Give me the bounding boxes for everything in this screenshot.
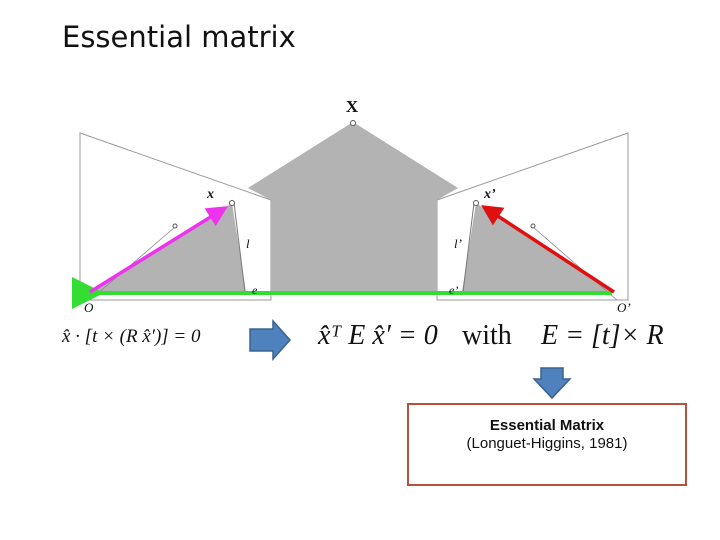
point-3d-marker — [350, 120, 356, 126]
coplanarity-equation: x̂ · [t × (R x̂′)] = 0 — [62, 326, 201, 347]
label-left-epipole: e — [252, 283, 258, 297]
left-image-point-marker — [229, 200, 235, 206]
caption-subtitle: (Longuet-Higgins, 1981) — [466, 435, 628, 452]
label-right-epipole: e’ — [449, 283, 458, 297]
left-aux-marker — [172, 223, 178, 229]
essential-constraint-equation: x̂ᵀ E x̂′ = 0 — [318, 320, 438, 351]
epipolar-plane-center — [248, 122, 458, 292]
right-epipolar-line — [462, 202, 475, 293]
slide-title: Essential matrix — [62, 20, 296, 54]
label-left-center: O — [84, 300, 94, 315]
caption-title: Essential Matrix — [489, 417, 605, 434]
right-ray-arrow — [481, 205, 615, 294]
essential-matrix-definition: E = [t]× R — [541, 320, 664, 351]
label-right-epipolar-line: l’ — [454, 236, 462, 251]
label-right-image-point: x’ — [483, 187, 496, 202]
with-word: with — [462, 320, 512, 351]
right-ray-thin — [532, 226, 618, 301]
right-image-point-marker — [473, 200, 479, 206]
down-arrow-icon — [532, 367, 572, 400]
label-left-image-point: x — [206, 187, 214, 202]
right-arrow-icon — [249, 319, 292, 361]
label-left-epipolar-line: l — [246, 236, 250, 251]
label-point-3d: X — [346, 97, 359, 116]
left-ray-arrow — [89, 206, 228, 294]
label-right-center: O’ — [617, 300, 631, 315]
left-epipolar-line — [233, 202, 246, 293]
right-aux-marker — [530, 223, 536, 229]
caption-box: Essential Matrix (Longuet-Higgins, 1981) — [407, 403, 687, 486]
